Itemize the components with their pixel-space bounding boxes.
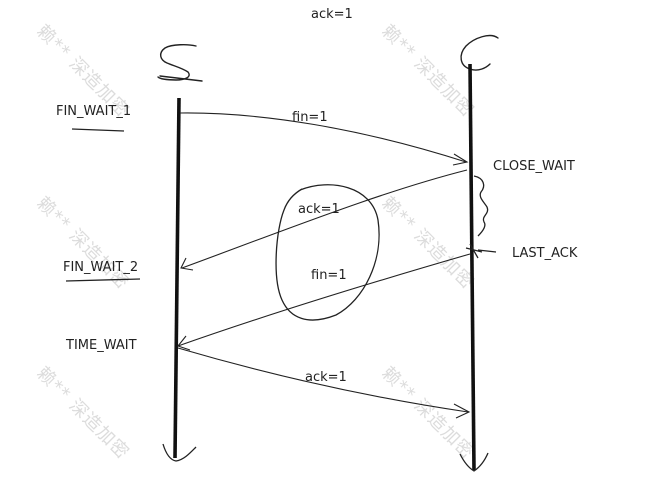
message-fin-2-arrowhead xyxy=(177,335,191,351)
message-fin-1-arrowhead xyxy=(452,153,469,166)
state-fin-wait-2: FIN_WAIT_2 xyxy=(63,260,139,275)
last-ack-tick xyxy=(465,243,497,259)
message-label-ack-1: ack=1 xyxy=(298,202,340,217)
client-lifeline xyxy=(173,97,181,459)
state-fin-wait-1: FIN_WAIT_1 xyxy=(56,104,132,119)
state-last-ack: LAST_ACK xyxy=(512,246,578,261)
server-lifeline xyxy=(468,63,476,471)
state-close-wait: CLOSE_WAIT xyxy=(493,159,575,174)
client-scribble xyxy=(157,43,203,82)
server-wait-brace xyxy=(473,175,489,237)
message-ack-2 xyxy=(177,347,469,413)
fin-wait-2-underline xyxy=(65,278,141,282)
message-ack-1 xyxy=(181,169,468,269)
top-note: ack=1 xyxy=(311,7,353,22)
message-label-fin-2: fin=1 xyxy=(311,268,347,283)
server-lifeline-tail xyxy=(459,452,489,472)
message-label-fin-1: fin=1 xyxy=(292,110,328,125)
server-scribble xyxy=(460,34,499,71)
message-ack-1-arrowhead xyxy=(180,257,194,271)
message-fin-1 xyxy=(179,112,467,163)
message-ack-2-arrowhead xyxy=(453,403,471,419)
fin-wait-1-underline xyxy=(71,128,125,132)
client-lifeline-tail xyxy=(162,443,197,462)
highlight-ellipse xyxy=(275,184,380,321)
state-time-wait: TIME_WAIT xyxy=(66,338,137,353)
message-label-ack-2: ack=1 xyxy=(305,370,347,385)
message-fin-2 xyxy=(177,253,471,347)
